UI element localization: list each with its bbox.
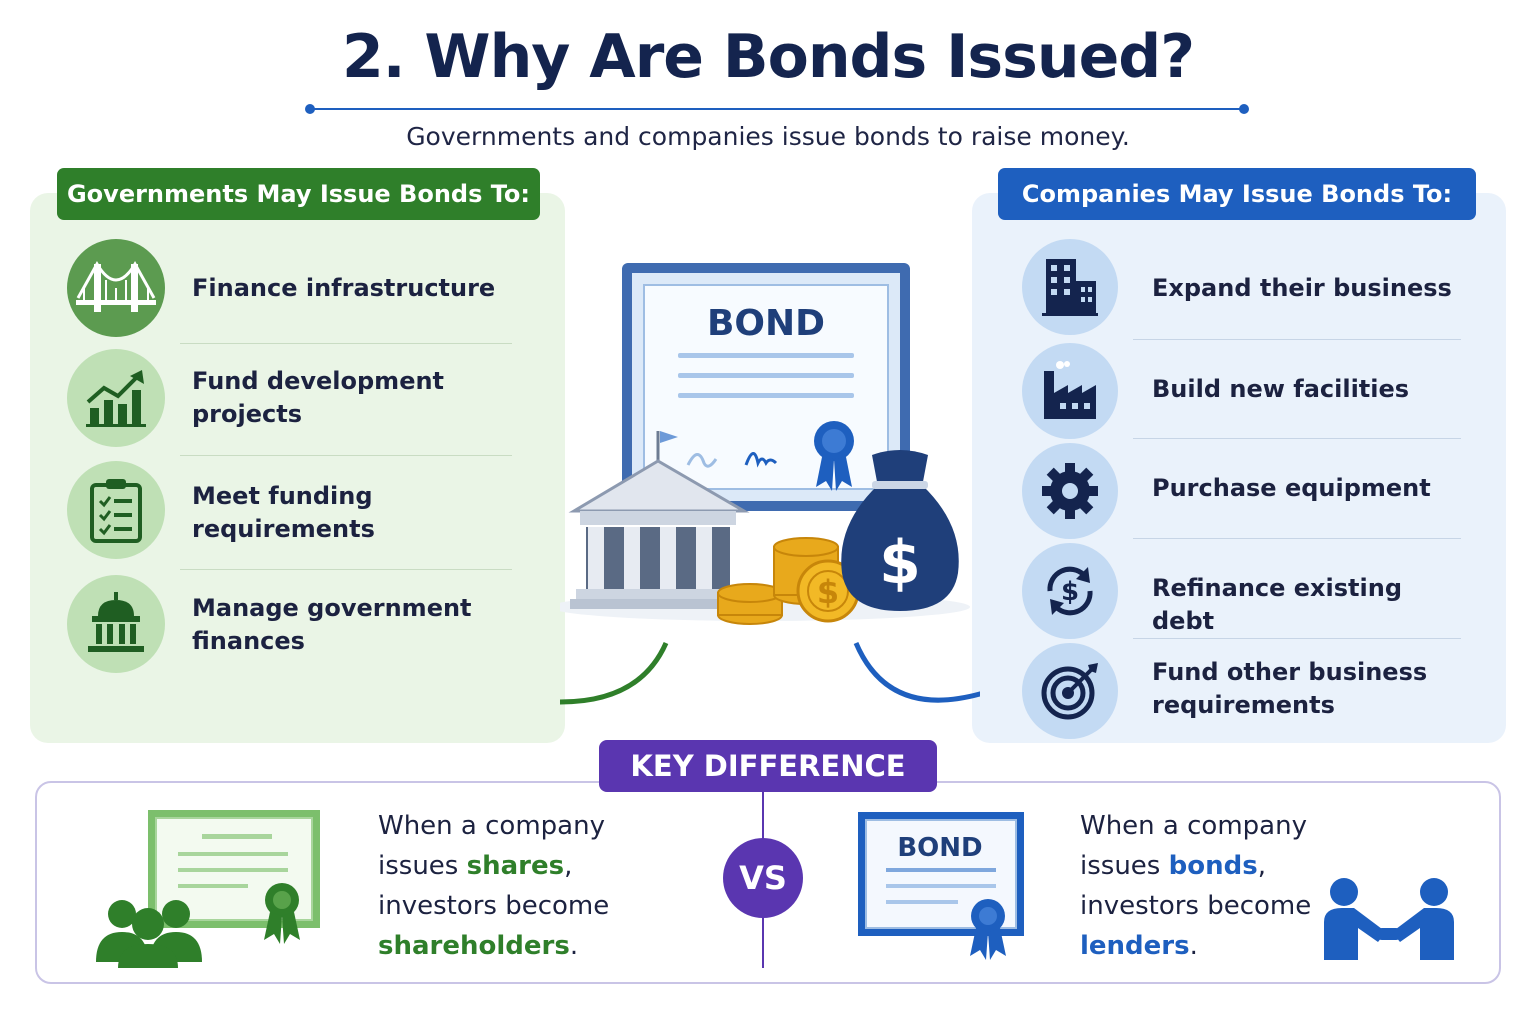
- shares-line-4: shareholders.: [378, 926, 708, 966]
- shares-line-3: investors become: [378, 891, 610, 921]
- gov-item-label: Meet funding requirements: [192, 482, 375, 543]
- shares-line-2-suffix: ,: [564, 851, 573, 881]
- page-title: 2. Why Are Bonds Issued?: [341, 22, 1195, 92]
- coin-stack-icon: $: [717, 537, 860, 625]
- key-difference-heading: KEY DIFFERENCE: [599, 740, 937, 792]
- shares-highlight: shares: [466, 851, 565, 881]
- bonds-line-1: When a company: [1080, 811, 1307, 841]
- office-building-icon: [1022, 239, 1118, 335]
- bridge-icon: [67, 239, 165, 337]
- svg-text:$: $: [1061, 577, 1079, 607]
- shareholders-group-icon: [96, 900, 202, 968]
- refinance-dollar-icon: $: [1022, 543, 1118, 639]
- co-item-label: Fund other business requirements: [1152, 658, 1428, 719]
- bonds-line-2-prefix: issues: [1080, 851, 1169, 881]
- money-bag-dollar-symbol: $: [879, 528, 921, 598]
- divider: [1133, 438, 1461, 439]
- subtitle: Governments and companies issue bonds to…: [406, 122, 1130, 151]
- lenders-highlight: lenders: [1080, 931, 1190, 961]
- bonds-line-3: investors become: [1080, 891, 1312, 921]
- shareholders-highlight: shareholders: [378, 931, 570, 961]
- clipboard-checklist-icon: [67, 461, 165, 559]
- bond-certificate-small-icon: BOND: [858, 812, 1024, 960]
- governments-heading: Governments May Issue Bonds To:: [57, 168, 540, 220]
- divider: [180, 455, 512, 456]
- factory-icon: [1022, 343, 1118, 439]
- bonds-line-4: lenders.: [1080, 926, 1340, 966]
- small-bond-label: BOND: [897, 833, 982, 863]
- arrow-to-companies-icon: [853, 642, 980, 703]
- bond-certificate-label: BOND: [707, 303, 825, 344]
- shares-line-4-suffix: .: [569, 931, 579, 961]
- bonds-line-2-suffix: ,: [1257, 851, 1266, 881]
- shares-line-2-prefix: issues: [378, 851, 467, 881]
- gov-item-label: Fund development projects: [192, 367, 445, 428]
- coin-dollar-symbol: $: [817, 573, 839, 611]
- bonds-line-2: issues bonds,: [1080, 846, 1340, 886]
- shares-explanation: When a company issues shares, investors …: [378, 806, 708, 966]
- bonds-line-4-suffix: .: [1189, 931, 1198, 961]
- bond-certificate: BOND: [622, 263, 910, 511]
- divider: [1133, 339, 1461, 340]
- co-item-label: Purchase equipment: [1152, 474, 1431, 502]
- co-item-label: Refinance existing debt: [1152, 574, 1403, 635]
- vs-badge: VS: [723, 838, 803, 918]
- title-divider: [305, 104, 1249, 114]
- money-bag-icon: $: [841, 450, 959, 611]
- bond-illustration: BOND $: [560, 263, 980, 705]
- bonds-highlight: bonds: [1168, 851, 1258, 881]
- handshake-lenders-icon: [1324, 878, 1454, 960]
- co-item-label: Build new facilities: [1152, 375, 1410, 403]
- bonds-explanation: When a company issues bonds, investors b…: [1080, 806, 1340, 966]
- bank-building-icon: [568, 431, 750, 609]
- divider: [180, 569, 512, 570]
- target-icon: [1022, 643, 1118, 739]
- growth-chart-icon: [67, 349, 165, 447]
- shares-line-1: When a company: [378, 811, 605, 841]
- divider: [180, 343, 512, 344]
- companies-heading: Companies May Issue Bonds To:: [998, 168, 1476, 220]
- government-building-icon: [67, 575, 165, 673]
- co-item-label: Expand their business: [1152, 274, 1452, 302]
- share-certificate-icon: [96, 810, 320, 968]
- gov-item-label: Finance infrastructure: [192, 274, 496, 302]
- gear-icon: [1022, 443, 1118, 539]
- arrow-to-governments-icon: [560, 641, 669, 705]
- gov-item-label: Manage government finances: [192, 594, 472, 655]
- divider: [1133, 538, 1461, 539]
- shares-line-2: issues shares,: [378, 846, 708, 886]
- divider: [1133, 638, 1461, 639]
